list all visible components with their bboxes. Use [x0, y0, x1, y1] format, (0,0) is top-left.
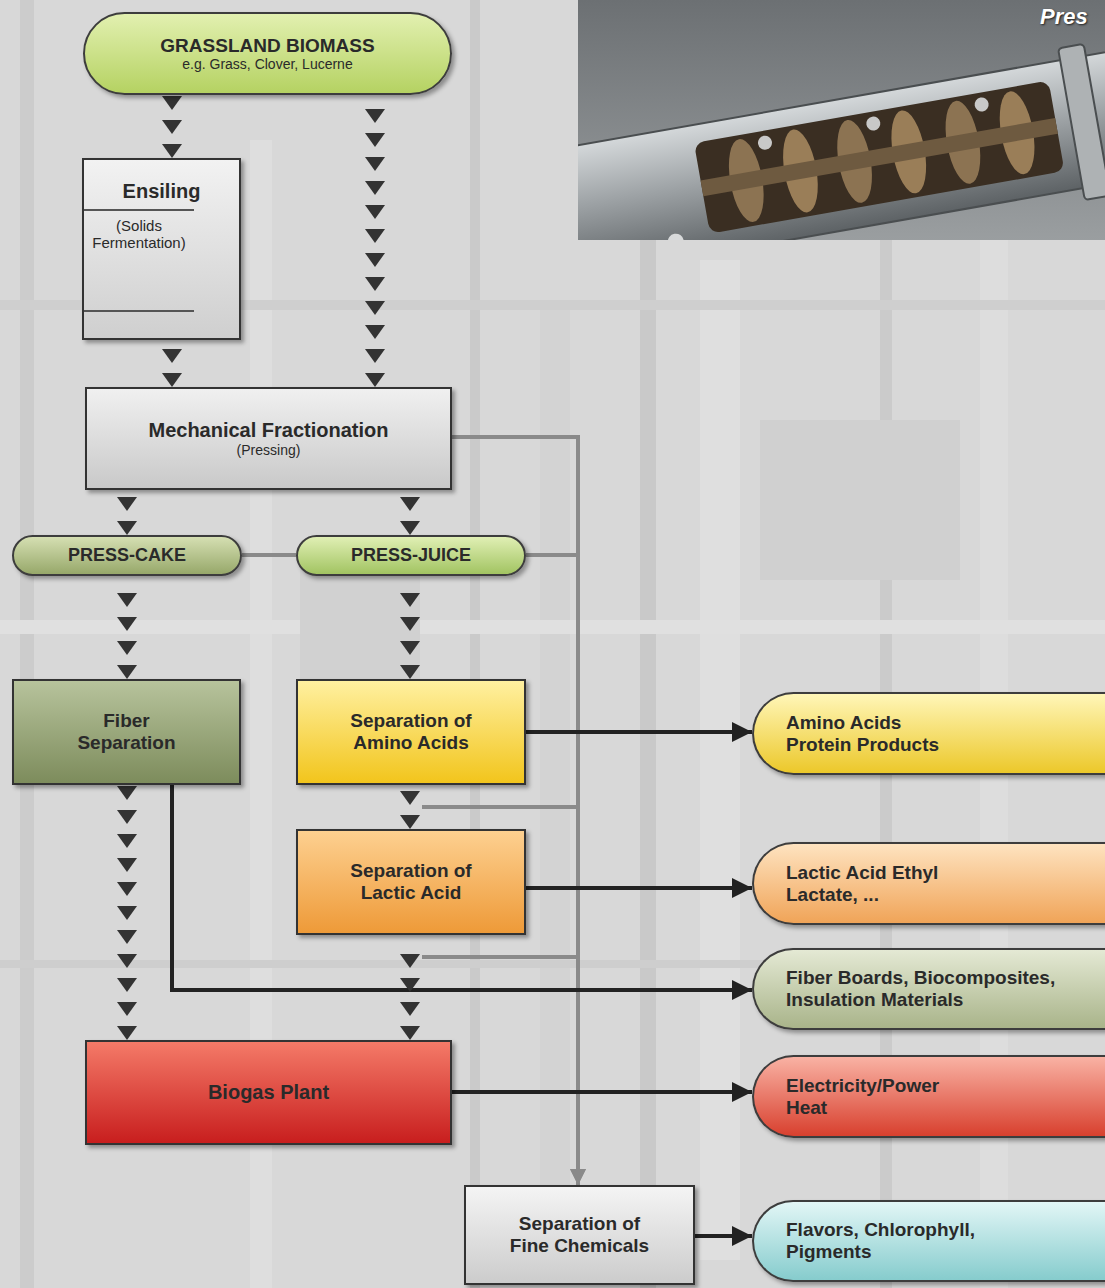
photo-caption: Pres	[1040, 4, 1088, 30]
product-pill: Lactic Acid Ethyl Lactate, ...	[752, 842, 1105, 925]
process-box: Separation of Fine Chemicals	[464, 1185, 695, 1285]
product-arrow	[452, 1090, 752, 1094]
node-subtitle: (Solids Fermentation)	[84, 209, 194, 312]
product-pill: Fiber Boards, Biocomposites, Insulation …	[752, 948, 1105, 1030]
node-title: Separation of Fine Chemicals	[500, 1213, 660, 1257]
node-title: Mechanical Fractionation	[148, 419, 388, 442]
node-title: PRESS-JUICE	[351, 545, 471, 566]
product-pill: Flavors, Chlorophyll, Pigments	[752, 1200, 1105, 1282]
triangle-flow-arrow	[127, 576, 128, 679]
triangle-flow-arrow	[172, 95, 173, 158]
node-title: Fiber Separation	[68, 710, 186, 754]
node-title: PRESS-CAKE	[68, 545, 186, 566]
stream-pill: PRESS-CAKE	[12, 535, 242, 576]
node-title: Amino Acids Protein Products	[786, 712, 961, 756]
process-box: Fiber Separation	[12, 679, 241, 785]
process-box: Ensiling (Solids Fermentation)	[82, 158, 241, 340]
process-box: Separation of Amino Acids	[296, 679, 526, 785]
product-arrow	[526, 886, 752, 890]
triangle-flow-arrow	[127, 785, 128, 1040]
node-title: Flavors, Chlorophyll, Pigments	[786, 1219, 1006, 1263]
source-pill: GRASSLAND BIOMASSe.g. Grass, Clover, Luc…	[83, 12, 452, 95]
triangle-flow-arrow	[410, 785, 411, 829]
product-arrow	[172, 785, 752, 990]
triangle-flow-arrow	[127, 490, 128, 535]
product-pill: Electricity/Power Heat	[752, 1055, 1105, 1138]
triangle-flow-arrow	[410, 490, 411, 535]
process-box: Biogas Plant	[85, 1040, 452, 1145]
triangle-flow-arrow	[410, 935, 411, 1040]
node-title: Fiber Boards, Biocomposites, Insulation …	[786, 967, 1086, 1011]
triangle-flow-arrow	[410, 576, 411, 679]
node-title: Lactic Acid Ethyl Lactate, ...	[786, 862, 940, 906]
process-box: Mechanical Fractionation(Pressing)	[85, 387, 452, 490]
node-title: Separation of Amino Acids	[331, 710, 491, 754]
triangle-flow-arrow	[172, 340, 173, 387]
node-subtitle: e.g. Grass, Clover, Lucerne	[182, 56, 352, 72]
product-arrow	[695, 1234, 752, 1238]
node-title: GRASSLAND BIOMASS	[160, 35, 374, 57]
product-pill: Amino Acids Protein Products	[752, 692, 1105, 775]
node-title: Electricity/Power Heat	[786, 1075, 966, 1119]
node-subtitle: (Pressing)	[237, 442, 301, 458]
process-box: Separation of Lactic Acid	[296, 829, 526, 935]
node-title: Biogas Plant	[208, 1081, 329, 1104]
screw-press-photo	[578, 0, 1105, 240]
stream-pill: PRESS-JUICE	[296, 535, 526, 576]
juice-line	[242, 553, 296, 557]
triangle-flow-arrow	[375, 95, 376, 387]
node-title: Separation of Lactic Acid	[331, 860, 491, 904]
node-title: Ensiling	[123, 180, 201, 203]
product-arrow	[526, 730, 752, 734]
